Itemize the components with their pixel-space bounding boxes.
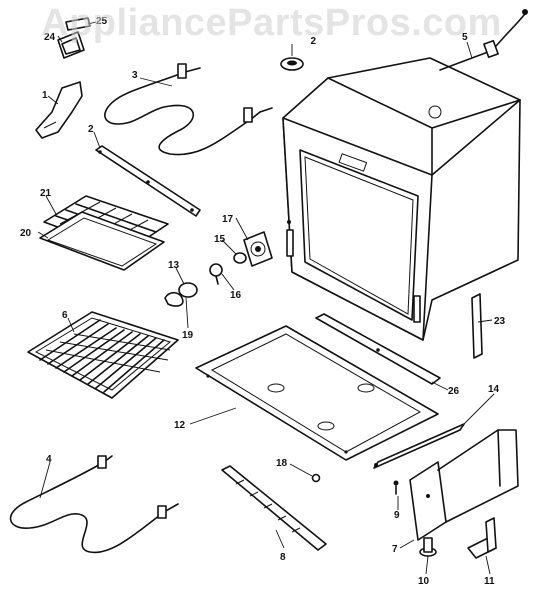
callout-4: 4: [46, 454, 52, 465]
oven-bottom-panel-part-12: [195, 325, 439, 461]
callout-15: 15: [214, 234, 226, 245]
oven-light-assembly: [164, 231, 273, 307]
callout-8: 8: [280, 552, 286, 563]
callout-20: 20: [20, 228, 32, 239]
callout-6: 6: [62, 310, 68, 321]
callout-21: 21: [40, 188, 52, 199]
grommet-part: [280, 57, 304, 71]
oven-sensor-part: [439, 9, 528, 71]
bake-element-part-4: [9, 455, 179, 554]
vent-panel-part-8: [221, 465, 327, 551]
rear-bracket-part-26: [315, 313, 441, 385]
callout-13: 13: [168, 260, 180, 271]
callout-5: 5: [462, 32, 468, 43]
callout-23: 23: [494, 316, 506, 327]
callout-18: 18: [276, 458, 288, 469]
anti-tip-bracket-part-11: [467, 517, 497, 559]
drawer-support-part-7: [393, 429, 519, 541]
callout-1: 1: [42, 90, 48, 101]
callout-numbers: 1 2 3 4 5 6 7 8 9 10 11 12 13 14 15 16 1…: [20, 16, 506, 587]
callout-25: 25: [96, 16, 108, 27]
callout-16: 16: [230, 290, 242, 301]
oven-rack-part-6: [27, 311, 179, 399]
callout-26: 26: [448, 386, 460, 397]
callout-22: 2: [310, 36, 316, 47]
broil-element-part-3: [104, 63, 273, 156]
callout-19: 19: [182, 330, 194, 341]
callout-14: 14: [488, 384, 500, 395]
callout-10: 10: [418, 576, 430, 587]
bracket-part-24: [57, 17, 91, 59]
callout-7: 7: [392, 544, 398, 555]
callout-24: 24: [44, 32, 56, 43]
callout-17: 17: [222, 214, 234, 225]
screw-part-18: [311, 473, 321, 483]
broil-pan-part-20: [39, 211, 165, 271]
side-strip-part-23: [471, 293, 483, 359]
callout-12: 12: [174, 420, 186, 431]
leveling-leg-part-10: [419, 537, 437, 557]
callout-2: 2: [88, 124, 94, 135]
leader-lines: [37, 21, 495, 575]
callout-11: 11: [484, 576, 495, 587]
callout-3: 3: [132, 70, 138, 81]
clip-part-1: [35, 81, 83, 139]
callout-9: 9: [394, 510, 400, 521]
oven-cavity: [282, 57, 521, 341]
